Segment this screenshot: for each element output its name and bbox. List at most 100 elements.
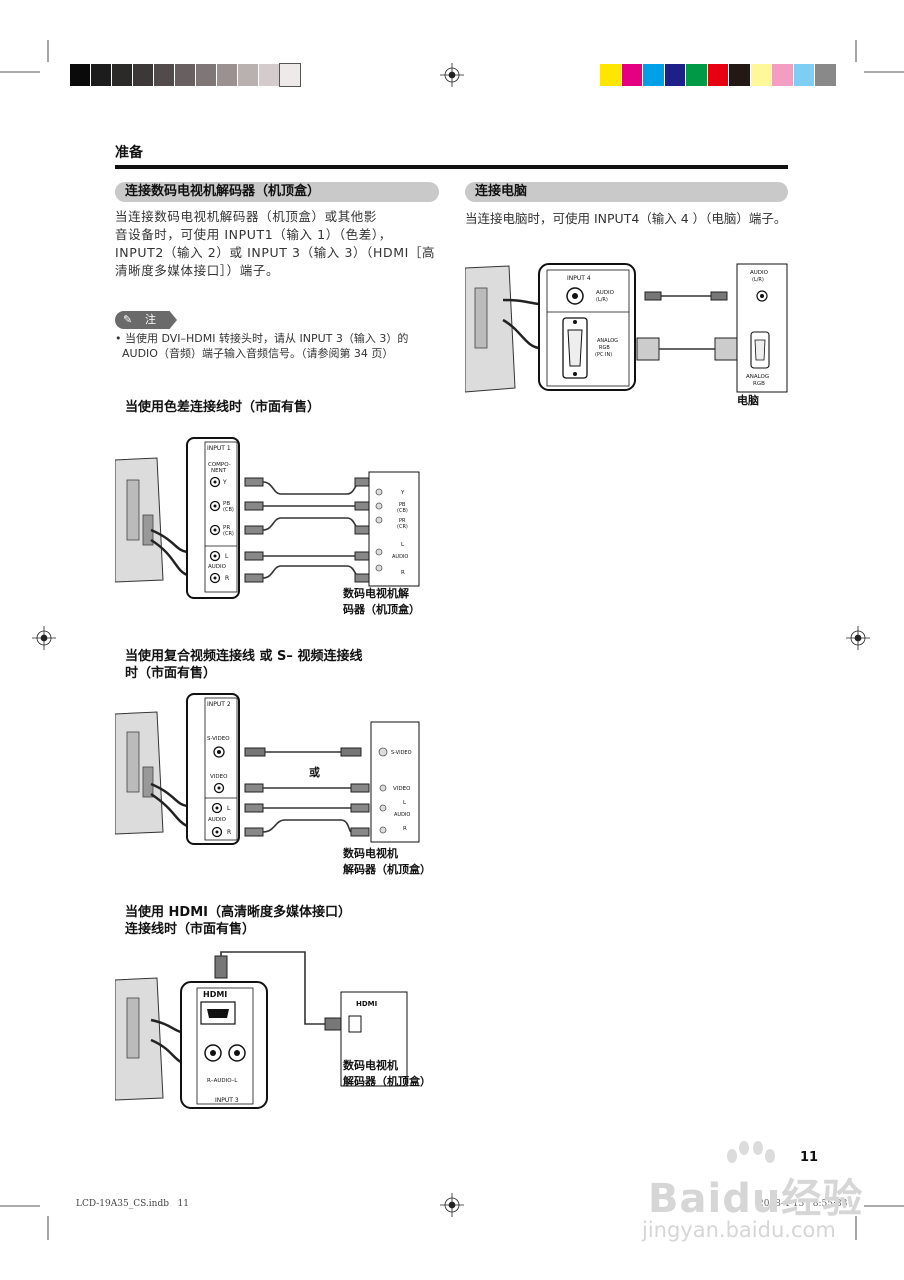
hdmi-device-caption: 数码电视机 解码器（机顶盒）: [343, 1058, 431, 1090]
caption-line: 数码电视机解: [343, 587, 409, 600]
pc-audio-label: AUDIO: [750, 270, 769, 276]
jack-audio-l: [211, 802, 223, 814]
registration-mark-left: [32, 626, 56, 650]
pc-vga-port: [750, 331, 770, 369]
left-paragraph: 当连接数码电视机解码器（机顶盒）或其他影 音设备时，可使用 INPUT1（输入 …: [115, 208, 445, 280]
hdmi-heading: 当使用 HDMI（高清晰度多媒体接口） 连接线时（市面有售）: [125, 904, 351, 938]
input4-label: INPUT 4: [567, 275, 591, 282]
audio-lr-label: (L/R): [596, 297, 608, 303]
heading-line: 时（市面有售）: [125, 666, 217, 681]
left-paragraph-line: 当连接数码电视机解码器（机顶盒）或其他影: [115, 209, 378, 224]
calibration-swatch: [772, 64, 793, 86]
left-section-title: 连接数码电视机解码器（机顶盒）: [115, 182, 439, 202]
l-label: L: [225, 553, 229, 560]
video-label: VIDEO: [210, 774, 228, 780]
input3-panel: [180, 981, 268, 1109]
jack-pr: [209, 524, 221, 536]
vga-port: [562, 317, 588, 379]
calibration-swatch: [112, 64, 132, 86]
composite-device-caption: 数码电视机 解码器（机顶盒）: [343, 846, 431, 878]
left-paragraph-line: 清晰度多媒体接口］）端子。: [115, 263, 280, 278]
pc-connection-diagram: INPUT 4 AUDIO (L/R) ANALOG RGB (PC IN) A…: [465, 263, 788, 393]
dev-pb-label: PB: [399, 502, 406, 508]
jack-y: [209, 476, 221, 488]
note-text: • 当使用 DVI–HDMI 转接头时，请从 INPUT 3（输入 3）的 AU…: [115, 331, 445, 361]
calibration-swatch: [600, 64, 621, 86]
heading-line: 当使用复合视频连接线 或 S– 视频连接线: [125, 649, 363, 664]
pc-in-label: (PC IN): [595, 352, 612, 358]
tv-rear-panel: [115, 977, 182, 1101]
dev-svideo-label: S-VIDEO: [391, 750, 412, 756]
jack-audio-r: [209, 572, 221, 584]
calibration-swatch: [279, 63, 301, 87]
caption-line: 解码器（机顶盒）: [343, 1075, 431, 1088]
cr-label: (CR): [223, 531, 234, 537]
tv-rear-panel: [115, 711, 188, 835]
component-cables: [244, 477, 374, 583]
calibration-swatch: [259, 64, 279, 86]
l-label: L: [227, 805, 231, 812]
analog-label: ANALOG: [597, 338, 618, 344]
jack-pb: [209, 500, 221, 512]
pc-device: [736, 263, 788, 393]
audio-label: AUDIO: [208, 564, 227, 570]
calibration-swatch: [686, 64, 707, 86]
calibration-swatch: [175, 64, 195, 86]
pc-audio-lr-label: (L/R): [752, 277, 764, 283]
pc-audio-jack: [756, 290, 768, 302]
dev-cb-label: (CB): [397, 508, 408, 514]
compo-label: COMPO-: [208, 462, 231, 468]
jack-audio-l: [228, 1044, 246, 1062]
watermark-sub: jingyan.baidu.com: [642, 1218, 836, 1242]
dev-y-label: Y: [400, 490, 405, 496]
audio-label: AUDIO: [208, 817, 227, 823]
component-connection-diagram: INPUT 1 COMPO- NENT Y PB (CB) PR (CR) L …: [115, 437, 420, 599]
jack-audio-r: [204, 1044, 222, 1062]
input3-label: INPUT 3: [215, 1097, 239, 1104]
jack-video: [213, 782, 225, 794]
dev-r-label: R: [401, 570, 405, 576]
calibration-swatch: [196, 64, 216, 86]
jack-audio-minijack: [566, 287, 584, 305]
dev-pr-label: PR: [399, 518, 406, 524]
hdmi-port: [200, 1001, 236, 1025]
input1-label: INPUT 1: [207, 445, 231, 452]
calibration-swatch: [707, 64, 728, 86]
registration-mark-bottom: [440, 1193, 464, 1217]
tv-rear-panel: [115, 457, 188, 583]
rgb-label: RGB: [599, 345, 610, 351]
calibration-swatch: [664, 64, 685, 86]
r-label: R: [225, 575, 229, 582]
right-paragraph: 当连接电脑时，可使用 INPUT4（输入 4 ）（电脑）端子。: [465, 211, 787, 226]
decoder-device: [370, 721, 420, 843]
jack-svideo: [213, 746, 225, 758]
component-heading: 当使用色差连接线时（市面有售）: [125, 400, 321, 415]
watermark-main: Baidu经验: [648, 1176, 864, 1222]
caption-line: 数码电视机: [343, 1059, 398, 1072]
audio-label: AUDIO: [596, 290, 615, 296]
registration-mark-top: [440, 63, 464, 87]
cb-label: (CB): [223, 507, 234, 513]
hdmi-connection-diagram: HDMI R–AUDIO–L INPUT 3 HDMI: [115, 951, 408, 1109]
composite-connection-diagram: INPUT 2 S-VIDEO VIDEO L AUDIO R 或 S-VIDE…: [115, 693, 420, 845]
registration-mark-right: [846, 626, 870, 650]
date-info: 2008-4-15 8:55:33: [758, 1199, 848, 1209]
calibration-swatch: [729, 64, 750, 86]
section-header-title: 准备: [115, 145, 143, 161]
or-label: 或: [309, 765, 320, 779]
calibration-swatch: [154, 64, 174, 86]
pencil-icon: ✎: [123, 313, 133, 326]
pr-label: PR: [223, 525, 230, 531]
calibration-swatch: [621, 64, 642, 86]
heading-line: 当使用 HDMI（高清晰度多媒体接口）: [125, 905, 351, 920]
caption-line: 解码器（机顶盒）: [343, 863, 431, 876]
caption-line: 码器（机顶盒）: [343, 603, 420, 616]
calibration-swatch: [793, 64, 814, 86]
dev-hdmi-logo: HDMI: [356, 1000, 377, 1008]
note-line: AUDIO（音频）端子输入音频信号。（请参阅第 34 页）: [115, 347, 394, 360]
pc-cables: [636, 291, 738, 361]
page-number: 11: [800, 1150, 819, 1165]
r-label: R: [227, 829, 231, 836]
dev-hdmi-port: [348, 1015, 362, 1033]
paw-icon: [727, 1141, 775, 1163]
